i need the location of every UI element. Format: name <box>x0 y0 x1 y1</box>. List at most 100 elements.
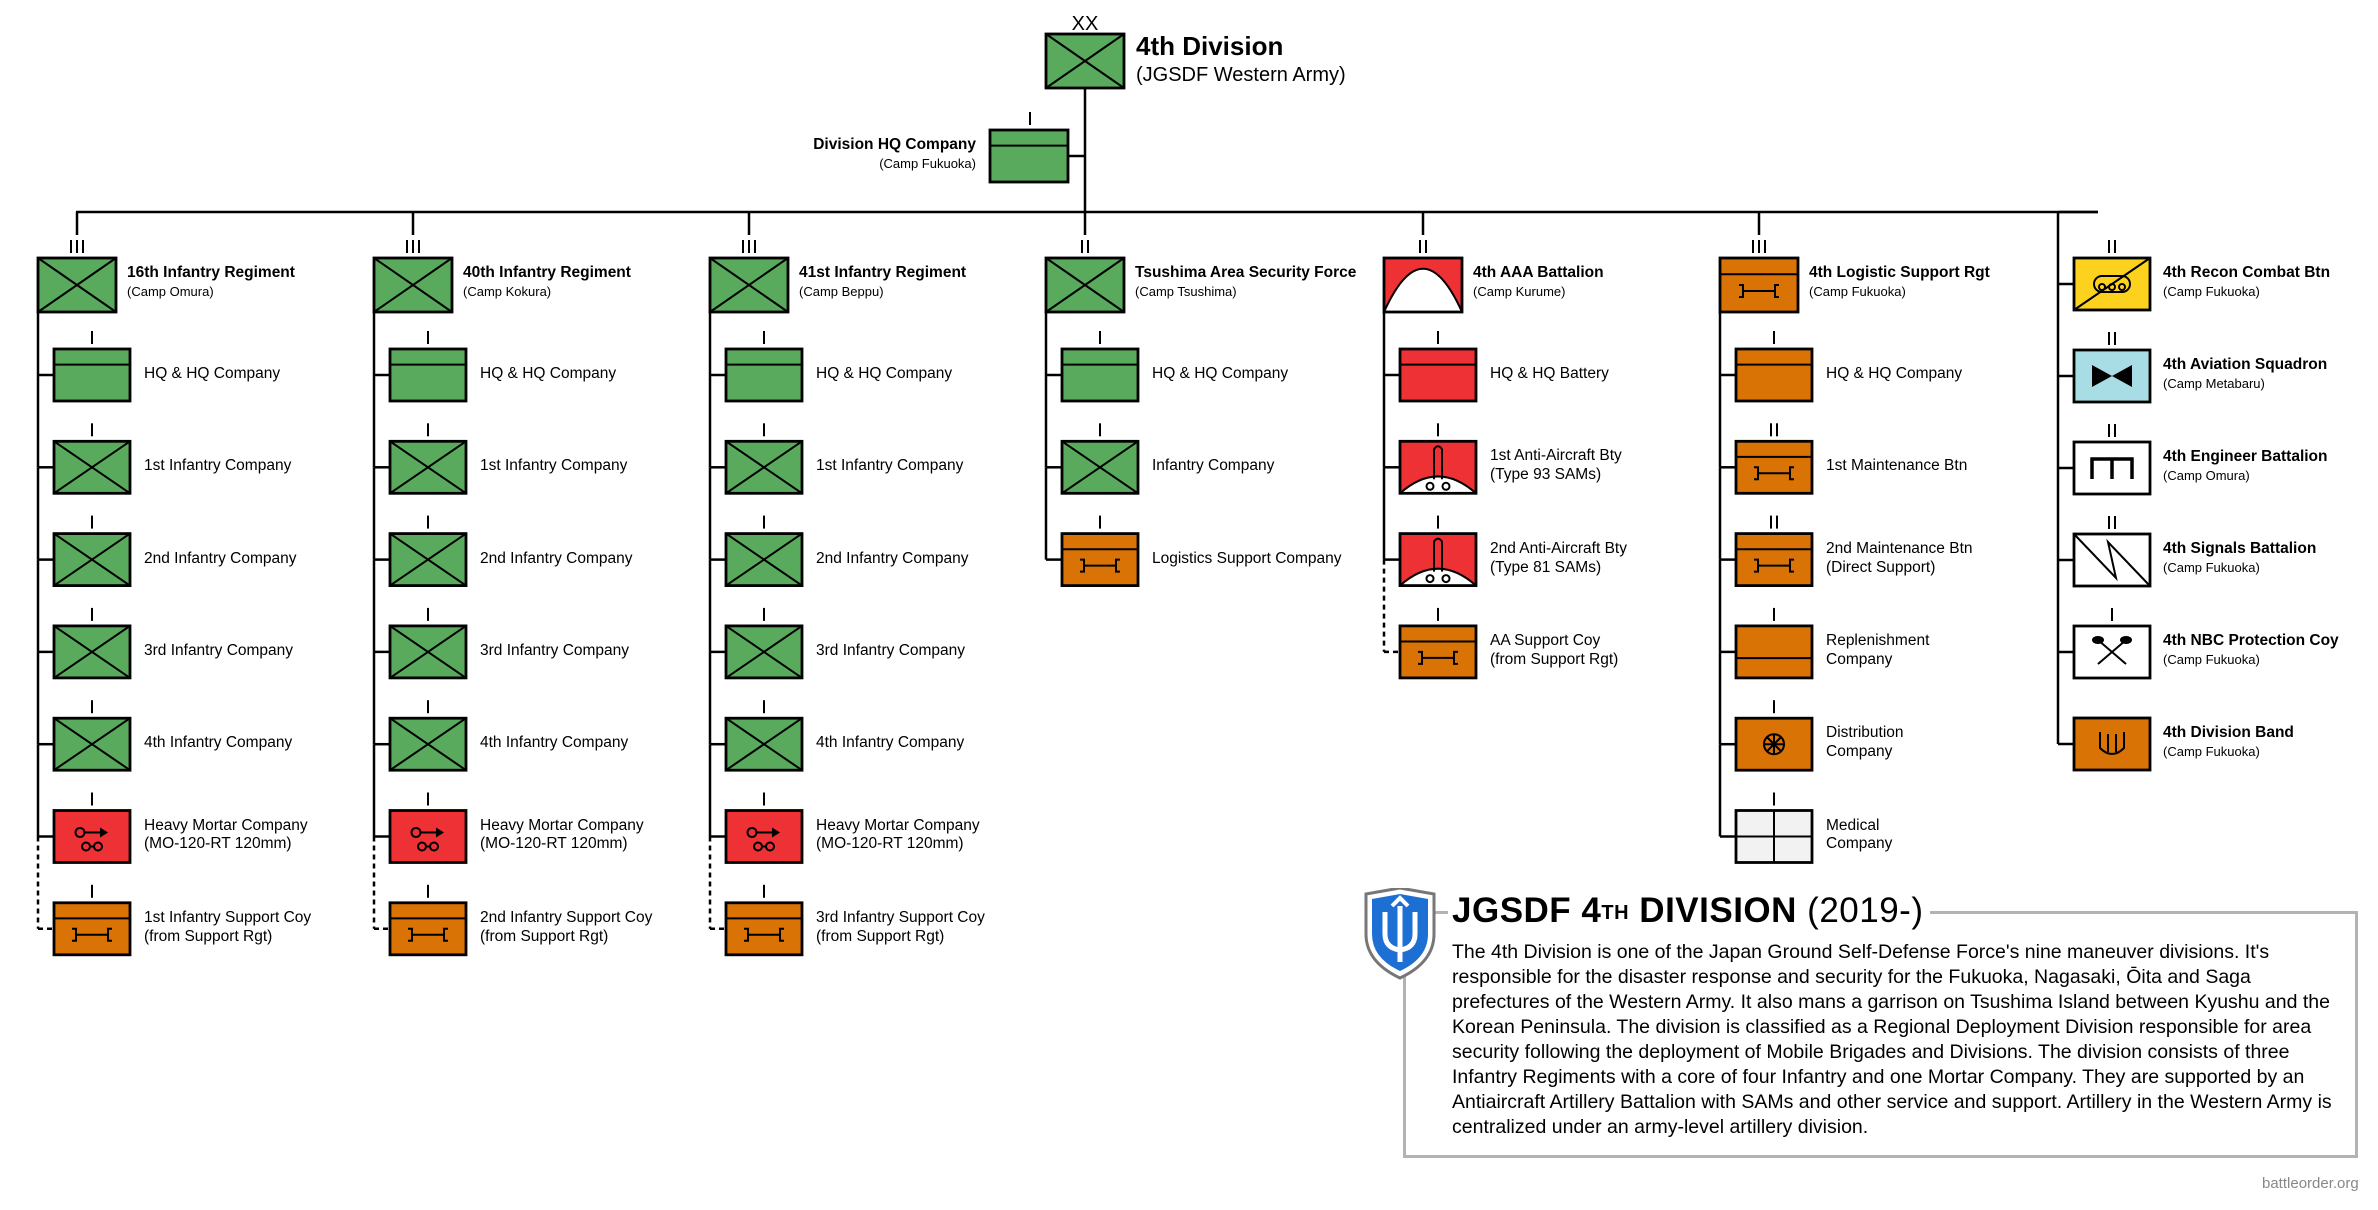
column-echelon-1 <box>406 240 420 253</box>
sub-unit-1-3-label: 3rd Infantry Company <box>480 641 630 659</box>
sub-unit-5-2-symbol <box>1734 532 1814 587</box>
sub-unit-2-5-label: Heavy Mortar Company(MO-120-RT 120mm) <box>816 816 980 853</box>
sub-unit-0-2-label: 2nd Infantry Company <box>144 549 297 567</box>
division-hq-name: Division HQ Company <box>813 136 976 153</box>
sub-unit-0-6-symbol <box>52 901 132 957</box>
sub-unit-4-2-symbol <box>1398 532 1478 587</box>
sub-unit-3-1-label: Infantry Company <box>1152 457 1275 475</box>
column-2-symbol <box>708 256 790 314</box>
sub-unit-1-5-label: Heavy Mortar Company(MO-120-RT 120mm) <box>480 816 644 853</box>
column-4-symbol <box>1382 256 1464 314</box>
sub-unit-1-3-symbol <box>388 624 468 680</box>
right-unit-3-camp: (Camp Fukuoka) <box>2163 560 2260 575</box>
sub-unit-3-2-symbol <box>1060 532 1140 587</box>
right-unit-5-name: 4th Division Band <box>2163 724 2294 741</box>
sub-unit-0-4-symbol <box>52 716 132 772</box>
sub-unit-5-3-symbol <box>1734 624 1814 680</box>
right-unit-1-camp: (Camp Metabaru) <box>2163 376 2265 391</box>
sub-unit-0-1-symbol <box>52 439 132 495</box>
sub-unit-1-2-label: 2nd Infantry Company <box>480 549 633 567</box>
column-1-symbol <box>372 256 454 314</box>
sub-unit-4-0-label: HQ & HQ Battery <box>1490 365 1609 382</box>
sub-unit-0-6-label: 1st Infantry Support Coy(from Support Rg… <box>144 908 312 945</box>
sub-unit-2-4-label: 4th Infantry Company <box>816 734 965 752</box>
sub-unit-2-5-symbol <box>724 809 804 864</box>
sub-unit-3-1-symbol <box>1060 439 1140 495</box>
sub-unit-0-0-label: HQ & HQ Company <box>144 365 281 382</box>
right-echelon-2 <box>2108 424 2116 437</box>
right-unit-5-symbol <box>2072 716 2152 772</box>
sub-unit-4-3-symbol <box>1398 624 1478 680</box>
division-hq-camp: (Camp Fukuoka) <box>879 156 976 171</box>
sub-unit-1-1-symbol <box>388 439 468 495</box>
sub-unit-2-4-symbol <box>724 716 804 772</box>
sub-unit-2-3-symbol <box>724 624 804 680</box>
sub-unit-2-6-symbol <box>724 901 804 957</box>
division-symbol <box>1044 32 1126 90</box>
sub-unit-2-1-symbol <box>724 439 804 495</box>
column-4-name: 4th AAA Battalion <box>1473 264 1604 281</box>
sub-unit-0-5-label: Heavy Mortar Company(MO-120-RT 120mm) <box>144 816 308 853</box>
column-5-name: 4th Logistic Support Rgt <box>1809 264 1990 281</box>
right-unit-2-symbol <box>2072 440 2152 496</box>
sub-unit-4-2-label: 2nd Anti-Aircraft Bty(Type 81 SAMs) <box>1490 539 1627 576</box>
sub-unit-5-5-symbol <box>1734 809 1814 864</box>
column-echelon-4 <box>1419 240 1427 253</box>
sub-unit-4-1-symbol <box>1398 439 1478 495</box>
column-3-name: Tsushima Area Security Force <box>1135 264 1357 281</box>
sub-unit-1-0-label: HQ & HQ Company <box>480 365 617 382</box>
sub-unit-2-2-symbol <box>724 532 804 587</box>
column-2-camp: (Camp Beppu) <box>799 284 884 299</box>
sub-unit-0-3-symbol <box>52 624 132 680</box>
sub-unit-5-1-symbol <box>1734 439 1814 495</box>
division-subtitle: (JGSDF Western Army) <box>1136 64 1346 86</box>
right-unit-1-symbol <box>2072 348 2152 404</box>
sub-unit-0-0-symbol <box>52 347 132 403</box>
division-hq-symbol <box>988 128 1070 184</box>
sub-unit-1-6-symbol <box>388 901 468 957</box>
sub-unit-0-4-label: 4th Infantry Company <box>144 734 293 752</box>
division-insignia <box>1364 888 1436 980</box>
column-echelon-0 <box>70 240 84 253</box>
sub-unit-1-1-label: 1st Infantry Company <box>480 457 628 475</box>
sub-unit-5-0-label: HQ & HQ Company <box>1826 365 1963 382</box>
sub-unit-0-5-symbol <box>52 809 132 864</box>
sub-unit-0-3-label: 3rd Infantry Company <box>144 641 294 659</box>
column-1-name: 40th Infantry Regiment <box>463 264 631 281</box>
sub-unit-2-3-label: 3rd Infantry Company <box>816 641 966 659</box>
svg-text:XX: XX <box>1072 13 1099 35</box>
sub-unit-0-2-symbol <box>52 532 132 587</box>
sub-unit-1-5-symbol <box>388 809 468 864</box>
sub-echelon-5-2 <box>1770 515 1778 529</box>
sub-unit-1-4-symbol <box>388 716 468 772</box>
column-1-camp: (Camp Kokura) <box>463 284 552 299</box>
column-0-name: 16th Infantry Regiment <box>127 264 295 281</box>
sub-unit-5-2-label: 2nd Maintenance Btn(Direct Support) <box>1826 539 1973 576</box>
sub-unit-2-0-symbol <box>724 347 804 403</box>
right-unit-2-name: 4th Engineer Battalion <box>2163 448 2328 465</box>
sub-unit-5-1-label: 1st Maintenance Btn <box>1826 457 1968 475</box>
division-title: 4th Division <box>1136 31 1284 61</box>
sub-unit-4-1-label: 1st Anti-Aircraft Bty(Type 93 SAMs) <box>1490 447 1622 484</box>
column-echelon-2 <box>742 240 756 253</box>
column-3-camp: (Camp Tsushima) <box>1135 284 1237 299</box>
right-unit-5-camp: (Camp Fukuoka) <box>2163 744 2260 759</box>
column-5-symbol <box>1718 256 1800 314</box>
column-0-camp: (Camp Omura) <box>127 284 214 299</box>
info-title: JGSDF 4TH DIVISION (2019-) <box>1448 886 1930 936</box>
info-text: The 4th Division is one of the Japan Gro… <box>1452 941 2332 1138</box>
footer-credit[interactable]: battleorder.org <box>2262 1175 2359 1192</box>
sub-echelon-5-1 <box>1770 423 1778 437</box>
sub-unit-3-2-label: Logistics Support Company <box>1152 549 1342 567</box>
right-unit-0-camp: (Camp Fukuoka) <box>2163 284 2260 299</box>
right-unit-4-camp: (Camp Fukuoka) <box>2163 652 2260 667</box>
right-unit-4-symbol <box>2072 624 2152 680</box>
right-unit-2-camp: (Camp Omura) <box>2163 468 2250 483</box>
sub-unit-4-0-symbol <box>1398 347 1478 403</box>
info-box <box>1403 911 2358 1158</box>
right-unit-0-symbol <box>2072 256 2152 312</box>
